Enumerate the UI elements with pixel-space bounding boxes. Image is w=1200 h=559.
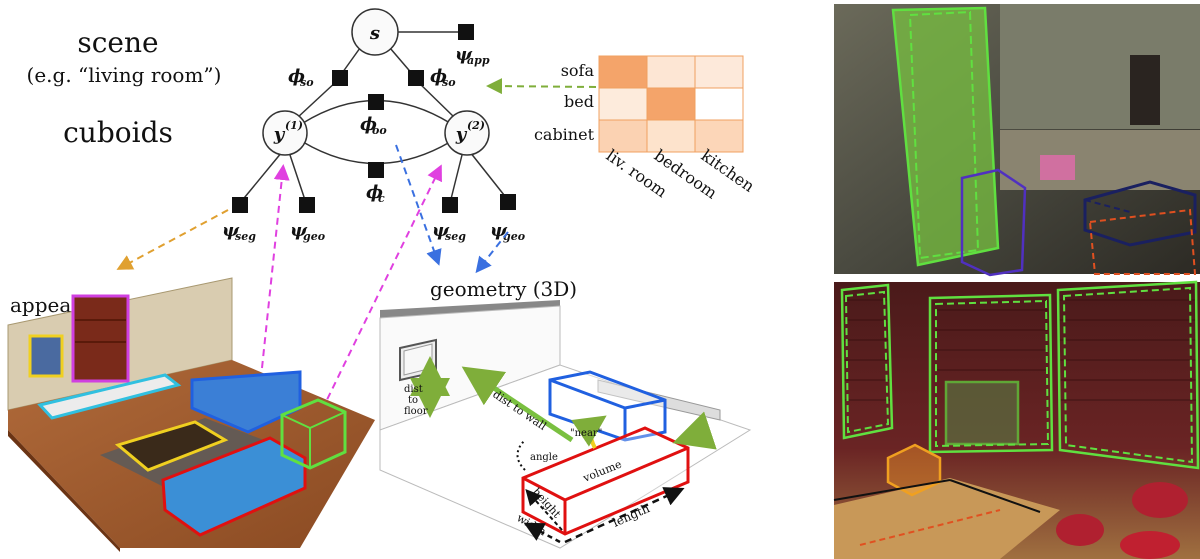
matrix-cell-2-2 bbox=[694, 119, 744, 153]
phi-c-label: ϕ bbox=[366, 182, 383, 203]
matrix-cell-2-0 bbox=[598, 119, 648, 153]
phi-so-right-sub: so bbox=[442, 76, 456, 89]
arrow-height bbox=[525, 489, 563, 531]
label-floor: floor bbox=[404, 406, 428, 417]
phi-so-right-label: ϕ bbox=[430, 66, 447, 87]
side-table-cuboid bbox=[280, 398, 347, 470]
matrix-row-sofa: sofa bbox=[561, 61, 595, 80]
arrow-sofa2-to-y2 bbox=[321, 164, 442, 411]
phi-oo-sub: oo bbox=[372, 124, 387, 137]
factor-psi-seg-right bbox=[442, 197, 458, 213]
geometry-label: geometry (3D) bbox=[430, 277, 577, 301]
appearance-illustration bbox=[7, 277, 375, 552]
node-y1-label: y bbox=[273, 124, 286, 145]
psi-geo-right-label: ψ bbox=[490, 220, 508, 241]
matrix-cell-1-0 bbox=[598, 87, 648, 121]
arrow-length bbox=[564, 487, 685, 544]
node-y2 bbox=[444, 110, 490, 156]
matrix-cell-1-1 bbox=[646, 87, 696, 121]
matrix-row-bed: bed bbox=[564, 92, 594, 111]
arrow-phi-oo-to-geometry bbox=[395, 144, 442, 266]
photo-bathroom bbox=[834, 4, 1200, 277]
matrix-cell-0-2 bbox=[694, 55, 744, 89]
bookshelf-cuboid bbox=[71, 294, 130, 383]
factor-psi-geo-right bbox=[500, 194, 516, 210]
painting-cuboid bbox=[28, 334, 64, 378]
arrow-matrix-to-psi-app bbox=[486, 78, 597, 95]
matrix-cell-0-0 bbox=[598, 55, 648, 89]
photo-office bbox=[833, 280, 1200, 559]
label-to: to bbox=[408, 395, 418, 406]
factor-squares bbox=[232, 24, 516, 213]
factor-phi-oo bbox=[368, 94, 384, 110]
factor-phi-c bbox=[368, 162, 384, 178]
arrow-geo-to-geometry bbox=[475, 231, 509, 274]
node-s bbox=[351, 8, 399, 56]
node-y2-label: y bbox=[455, 124, 468, 145]
geometry-illustration bbox=[379, 300, 752, 549]
coffee-table-cuboid bbox=[114, 420, 229, 472]
arrow-seg-to-appearance bbox=[116, 209, 229, 270]
psi-geo-left-label: ψ bbox=[290, 220, 308, 241]
node-y1-sup: (1) bbox=[285, 119, 303, 132]
arrow-near bbox=[672, 411, 717, 450]
arrow-sofa1-to-y1 bbox=[261, 164, 290, 369]
matrix-cell-0-1 bbox=[646, 55, 696, 89]
phi-so-left-sub: so bbox=[300, 76, 314, 89]
cooccurrence-matrix bbox=[598, 55, 744, 153]
matrix-row-cabinet: cabinet bbox=[534, 125, 595, 144]
red-sofa-cuboid bbox=[161, 436, 307, 537]
phi-so-left-label: ϕ bbox=[288, 66, 305, 87]
label-near: "near" bbox=[570, 428, 602, 439]
arrow-dist-to-wall bbox=[461, 366, 574, 443]
arrow-width bbox=[523, 522, 561, 544]
label-angle: angle bbox=[530, 452, 558, 463]
tv-cabinet-cuboid bbox=[37, 373, 182, 420]
matrix-cell-2-1 bbox=[646, 119, 696, 153]
factor-psi-seg-left bbox=[232, 197, 248, 213]
node-y1 bbox=[262, 110, 308, 156]
scene-example-label: (e.g. “living room”) bbox=[27, 63, 222, 87]
psi-geo-right-sub: geo bbox=[503, 230, 525, 243]
node-y2-sup: (2) bbox=[467, 119, 485, 132]
psi-seg-left-sub: seg bbox=[235, 230, 256, 243]
psi-seg-left-label: ψ bbox=[222, 220, 240, 241]
psi-app-label: ψ bbox=[455, 44, 473, 65]
node-s-label: s bbox=[369, 23, 380, 44]
scene-label: scene bbox=[77, 26, 158, 59]
blue-sofa-cuboid bbox=[190, 370, 302, 434]
psi-geo-left-sub: geo bbox=[303, 230, 325, 243]
matrix-cell-1-2 bbox=[694, 87, 744, 121]
label-dist: dist bbox=[404, 384, 423, 395]
factor-psi-geo-left bbox=[299, 197, 315, 213]
cuboids-label: cuboids bbox=[63, 116, 173, 149]
psi-seg-right-sub: seg bbox=[445, 230, 466, 243]
psi-seg-right-label: ψ bbox=[432, 220, 450, 241]
factor-phi-so-left bbox=[332, 70, 348, 86]
phi-c-sub: c bbox=[378, 192, 385, 205]
factor-phi-so-right bbox=[408, 70, 424, 86]
phi-oo-label: ϕ bbox=[360, 114, 377, 135]
psi-app-sub: app bbox=[467, 54, 490, 67]
factor-psi-app bbox=[458, 24, 474, 40]
